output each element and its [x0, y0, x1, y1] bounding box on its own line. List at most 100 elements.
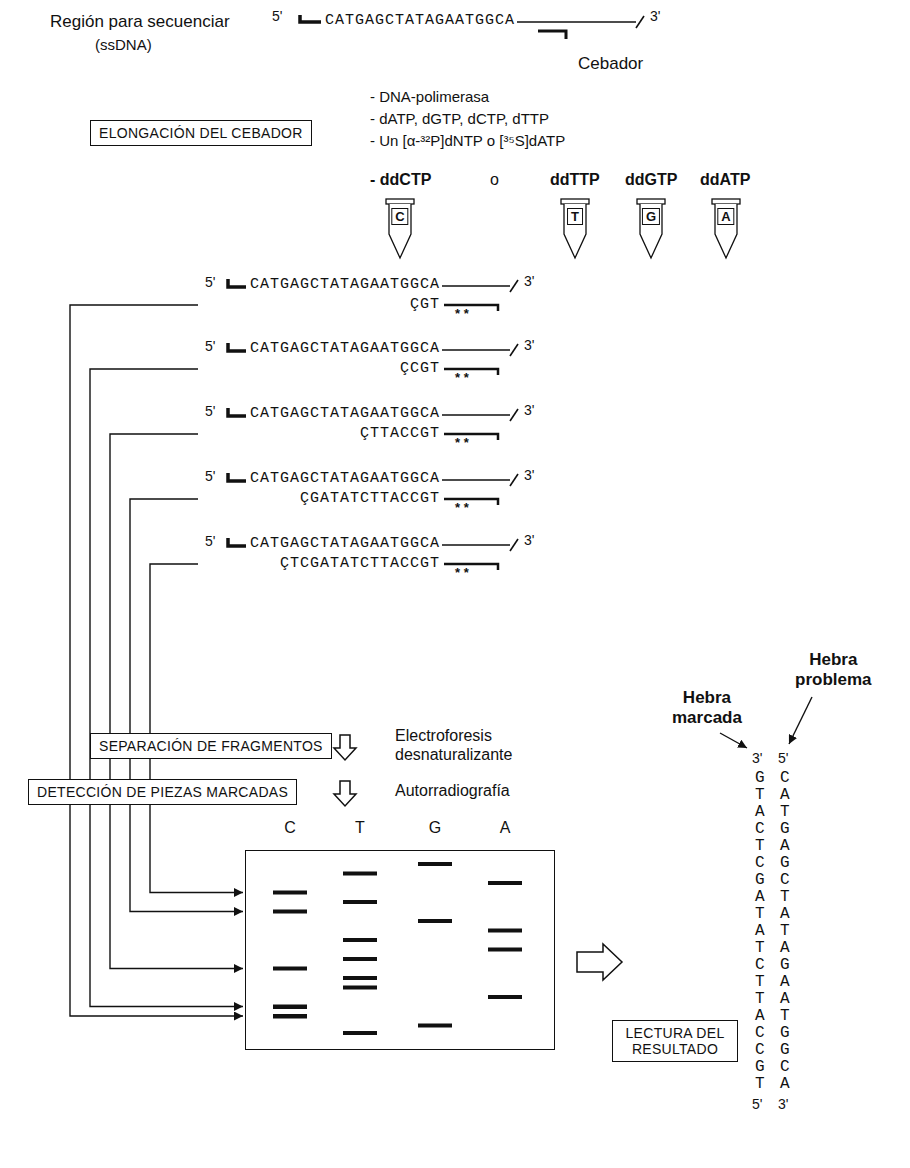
method: Electroforesis desnaturalizante: [395, 726, 512, 764]
end-label: 5': [778, 750, 788, 767]
strand-break: [510, 539, 518, 551]
reagent: - dATP, dGTP, dCTP, dTTP: [370, 110, 549, 128]
primer: [538, 31, 566, 39]
pointer-arrow: [720, 733, 747, 748]
sequence: CATGAGCTATAGAATGGCA: [250, 276, 440, 294]
strand-break: [636, 16, 644, 28]
gel-band: [343, 957, 377, 961]
box-text: ELONGACIÓN DEL CEBADOR: [99, 125, 303, 141]
result-arrow: [577, 944, 622, 980]
tube-body: [389, 204, 411, 258]
step-arrows: [334, 735, 622, 980]
end-label: 5': [272, 8, 282, 25]
box-text: DETECCIÓN DE PIEZAS MARCADAS: [37, 784, 288, 800]
end-label: 3': [778, 1096, 788, 1113]
end-label: 5': [205, 274, 215, 291]
box-text: LECTURA DEL RESULTADO: [621, 1025, 729, 1057]
primer: [444, 305, 498, 311]
sequence: CATGAGCTATAGAATGGCA: [250, 470, 440, 488]
tube-rim: [561, 199, 589, 204]
gel-band: [273, 1014, 307, 1019]
down-arrow: [334, 781, 356, 806]
gel-band: [343, 986, 377, 990]
heading: Región para secuenciar: [50, 12, 230, 32]
template-line: [442, 285, 510, 287]
pointer-arrow: [789, 697, 812, 744]
five-prime-end: [228, 279, 246, 287]
gel-band: [418, 919, 452, 923]
label-mark: * *: [455, 436, 469, 449]
primer: [444, 434, 498, 440]
end-label: 3': [752, 750, 762, 767]
tube-body: [640, 204, 662, 258]
terminator: ddTTP: [550, 170, 600, 189]
sequence-column: GTACTCGATATCTTACCGT: [755, 770, 767, 1093]
end-label: 3': [524, 337, 534, 354]
gel-band: [488, 929, 522, 933]
template-line: [442, 544, 510, 546]
gel-frame: [245, 850, 555, 1050]
product-sequence: ÇGATATCTTACCGT: [300, 490, 440, 508]
dna-strands: [228, 15, 644, 570]
gel-band: [273, 891, 307, 895]
sequence: CATGAGCTATAGAATGGCA: [250, 535, 440, 553]
sequence: CATGAGCTATAGAATGGCA: [250, 405, 440, 423]
five-prime-end: [228, 343, 246, 351]
terminator: ddATP: [700, 170, 750, 189]
lane-letter: G: [429, 818, 441, 837]
end-label: 5': [205, 403, 215, 420]
leader-lines: [70, 305, 812, 1016]
lane-letter: A: [500, 818, 511, 837]
five-prime-end: [228, 408, 246, 416]
tube-letter: A: [717, 208, 734, 225]
sequence: CATGAGCTATAGAATGGCA: [325, 12, 515, 30]
reaction-tube: A: [711, 198, 741, 260]
end-label: 5': [205, 533, 215, 550]
tube-letter: C: [391, 208, 408, 225]
leader-arrow: [130, 499, 243, 912]
sequence: CATGAGCTATAGAATGGCA: [250, 340, 440, 358]
gel-band: [418, 1024, 452, 1028]
reagent: - Un [α-³²P]dNTP o [³⁵S]dATP: [370, 132, 565, 150]
product-sequence: ÇTTACCGT: [360, 425, 440, 443]
box-text: SEPARACIÓN DE FRAGMENTOS: [99, 738, 323, 754]
leader-arrow: [110, 434, 243, 969]
product-sequence: ÇCGT: [400, 360, 440, 378]
five-prime-end: [228, 538, 246, 546]
method: Autorradiografía: [395, 781, 510, 800]
gel-band: [273, 1005, 307, 1010]
end-label: 3': [524, 467, 534, 484]
primer: [444, 564, 498, 570]
reagent: - DNA-polimerasa: [370, 88, 489, 106]
tube-rim: [712, 199, 740, 204]
reaction-tube: C: [385, 198, 415, 260]
tube-rim: [637, 199, 665, 204]
step-box: LECTURA DEL RESULTADO: [612, 1020, 738, 1062]
end-label: 5': [205, 338, 215, 355]
gel-band: [488, 948, 522, 952]
down-arrow: [334, 735, 356, 760]
template-line: [442, 414, 510, 416]
strand-break: [510, 474, 518, 486]
primer: [444, 369, 498, 375]
end-label: 3': [650, 8, 660, 25]
gel-band: [343, 976, 377, 980]
template-line: [442, 479, 510, 481]
template-line: [442, 349, 510, 351]
gel-band: [343, 900, 377, 904]
five-prime-end: [228, 473, 246, 481]
gel-band: [488, 881, 522, 885]
gel-band: [418, 862, 452, 866]
terminator: ddGTP: [625, 170, 677, 189]
strand-break: [510, 280, 518, 292]
end-label: 3': [524, 532, 534, 549]
note: (ssDNA): [95, 36, 152, 54]
label-mark: * *: [455, 566, 469, 579]
sequence-column: CATGAGCTATAGAATGGCA: [780, 770, 792, 1093]
reaction-tube: T: [560, 198, 590, 260]
gel-band: [343, 1031, 377, 1035]
gel-band: [488, 995, 522, 999]
gel-panel: CTGA: [245, 816, 555, 1050]
